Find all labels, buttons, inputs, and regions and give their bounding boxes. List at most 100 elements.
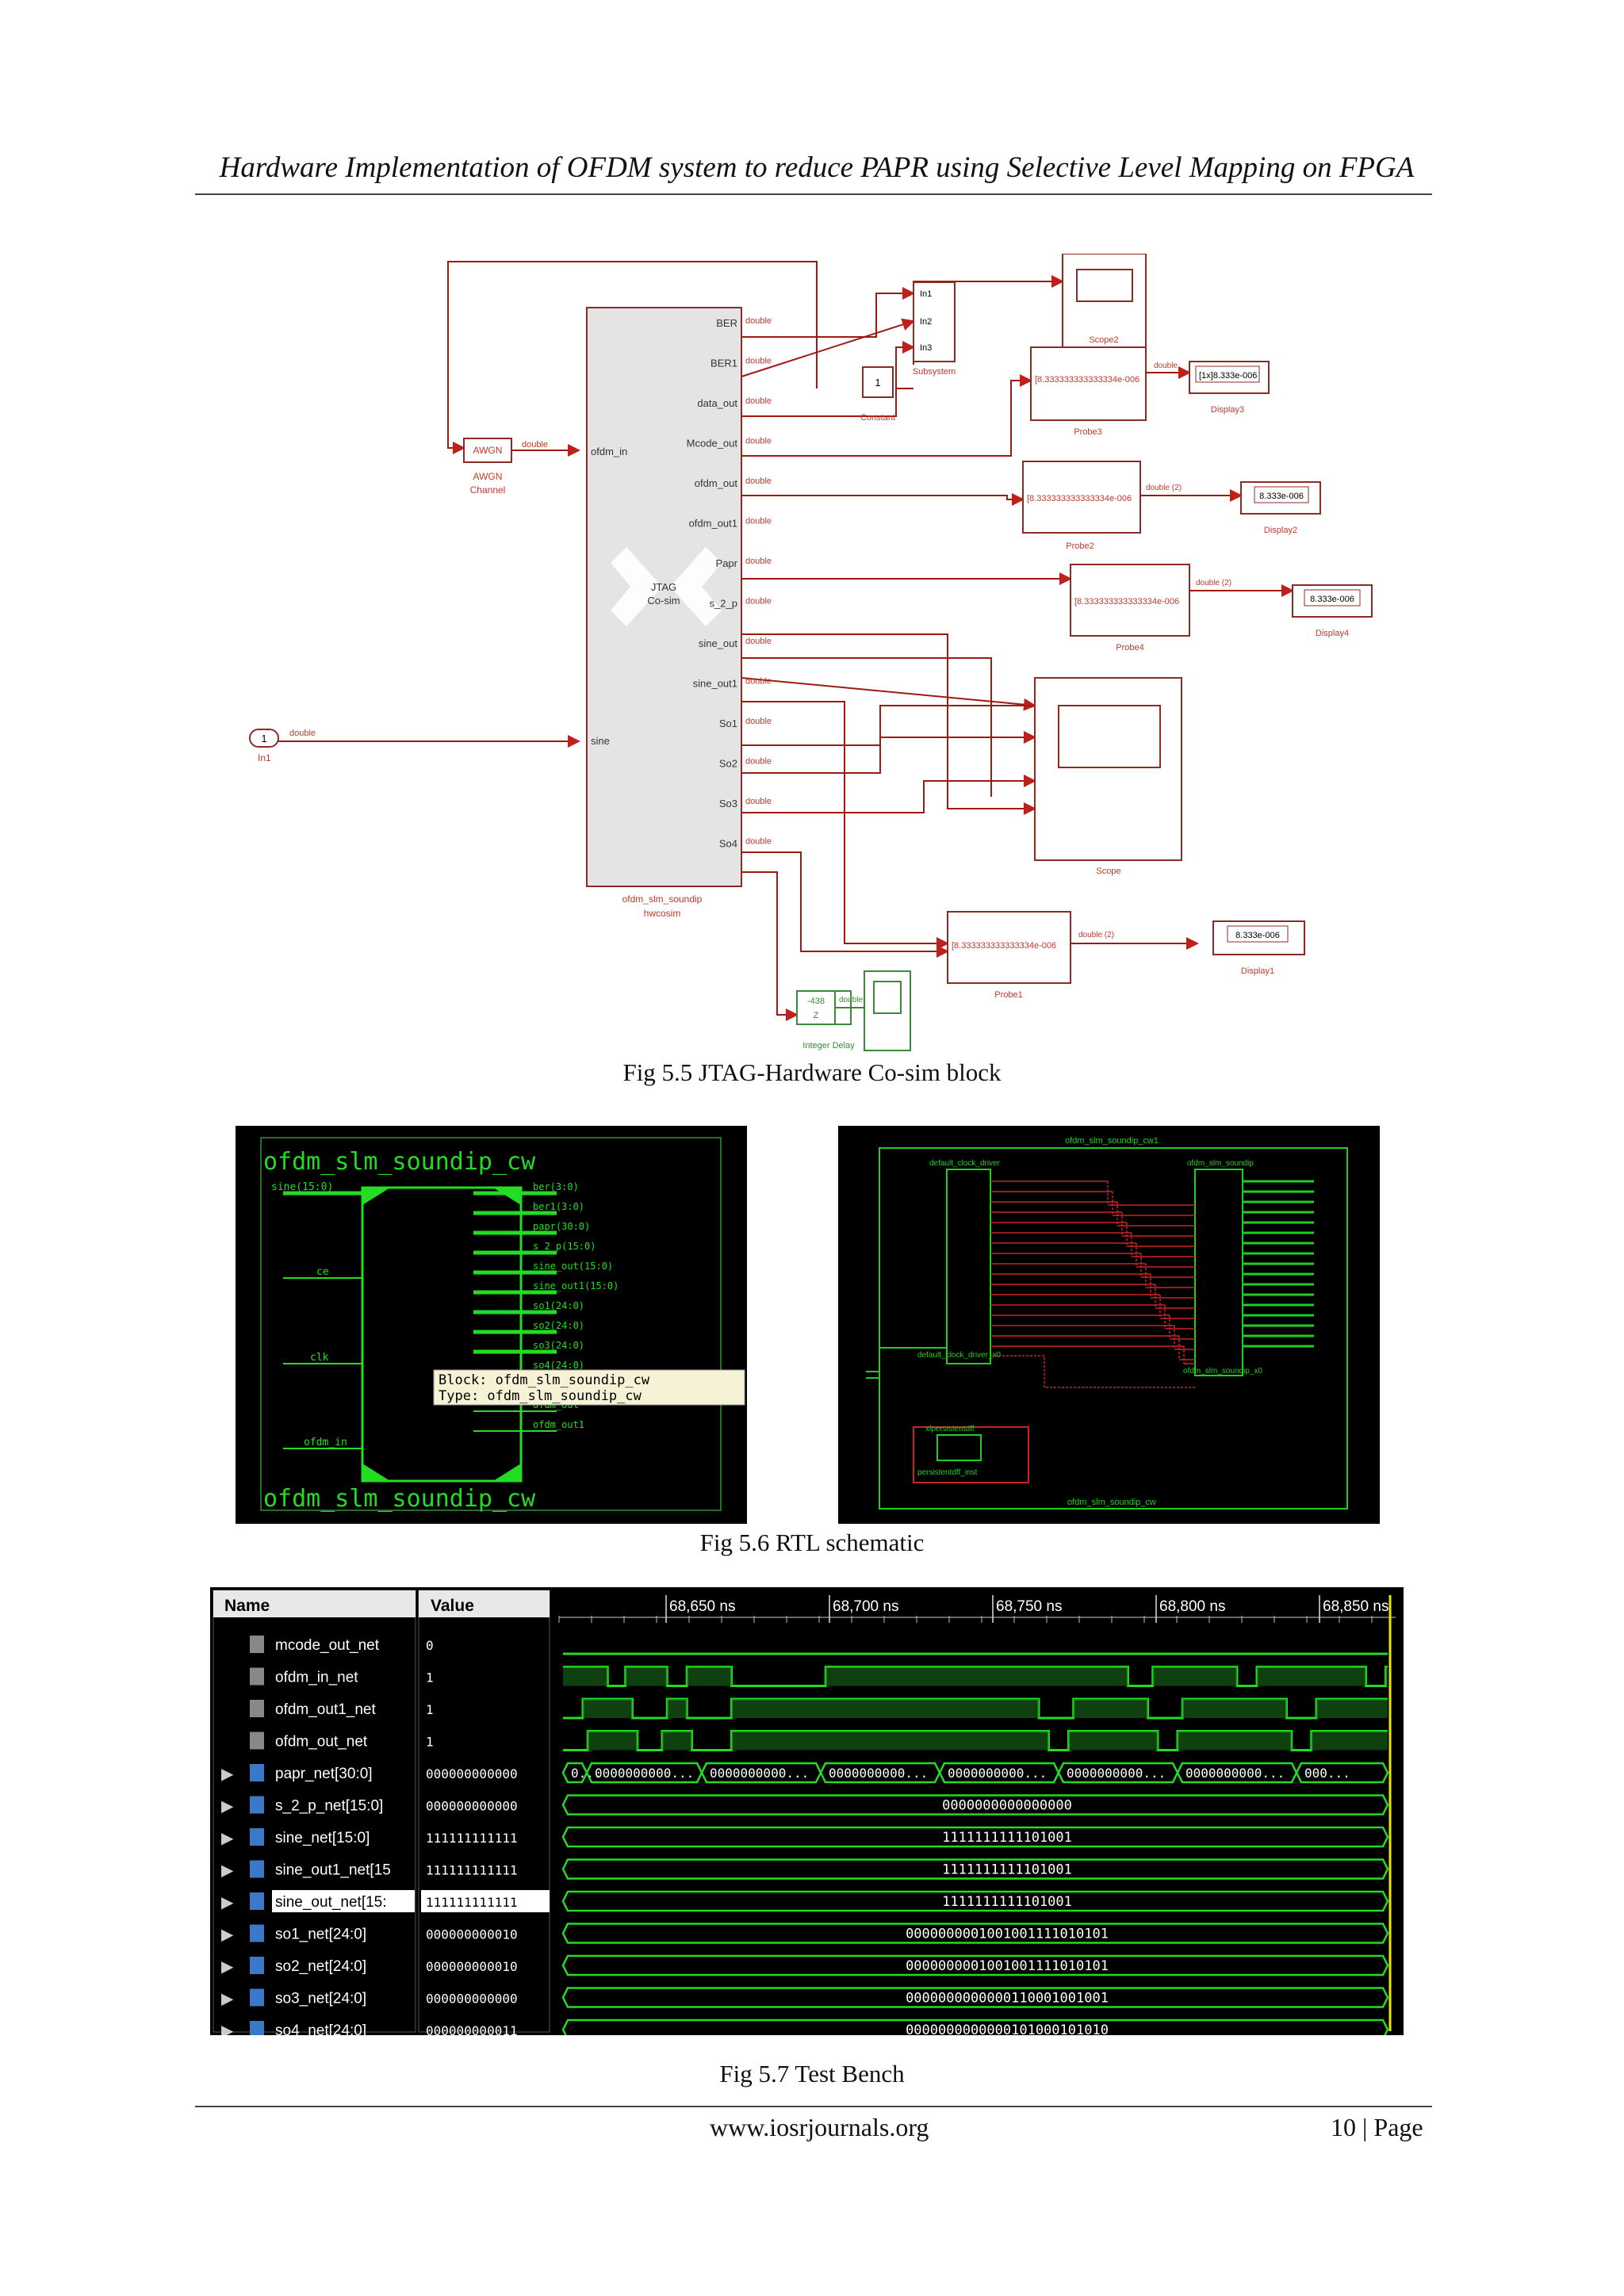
output-double-8: double [745,637,772,646]
in1-double: double [289,729,316,738]
output-double-10: double [745,717,772,726]
rtl-left-port-2: clk [310,1352,329,1364]
signal-value-3: 1 [426,1735,434,1750]
probe3-label: Probe3 [1074,427,1101,437]
signal-name-0: mcode_out_net [275,1637,380,1654]
rtl-right-port-2: papr(30:0) [533,1221,590,1232]
rtl-right-port-1: ber1(3:0) [533,1201,584,1212]
delay-double: double [839,996,863,1004]
signal-row-3[interactable]: ofdm_out_net 1 [250,1730,1388,1751]
output-port-0: BER [716,317,737,329]
delay-value: -438 [807,997,825,1006]
probe3-value: [8.333333333333334e-006 [1035,375,1139,385]
output-double-13: double [745,837,772,847]
signal-wave-11: 0000000000000110001001001 [906,1991,1109,2007]
svg-text:▶: ▶ [221,1766,234,1783]
signal-wave-10: 0000000001001001111010101 [906,1958,1109,1974]
fig56-caption: Fig 5.6 RTL schematic [699,1529,925,1556]
signal-name-10: so2_net[24:0] [275,1958,366,1975]
signal-name-6: sine_net[15:0] [275,1830,370,1846]
display4-value: 8.333e-006 [1310,595,1354,604]
rtl-right-ports: ber(3:0)ber1(3:0)papr(30:0)s_2_p(15:0)si… [473,1181,619,1432]
cosim-label: Co-sim [647,595,680,607]
output-port-10: So1 [719,718,737,729]
rtl-left-port-3: ofdm_in [304,1437,347,1448]
papr-segment-7: 000... [1304,1766,1350,1781]
in1-port [249,729,279,748]
probe2-label: Probe2 [1066,541,1094,551]
sch-bottom-label: ofdm_slm_soundip_cw [1067,1498,1156,1507]
probe1-block [947,911,1071,984]
awgn-block [463,438,512,463]
svg-text:▶: ▶ [221,2022,234,2035]
signal-value-8: 111111111111 [426,1895,518,1910]
output-port-4: ofdm_out [695,477,738,489]
output-port-1: BER1 [710,358,737,369]
output-double-5: double [745,517,772,526]
output-double-1: double [745,357,772,366]
sch-core-block [1194,1169,1243,1376]
signal-wave-8: 1111111111101001 [942,1894,1072,1910]
output-port-5: ofdm_out1 [689,518,737,530]
signal-name-3: ofdm_out_net [275,1734,368,1751]
signal-value-6: 111111111111 [426,1831,518,1846]
port-ofdm-in: ofdm_in [591,446,627,457]
svg-text:▶: ▶ [221,1830,234,1847]
time-label-4: 68,850 ns [1323,1598,1388,1615]
signal-value-1: 1 [426,1670,434,1686]
footer-url[interactable]: www.iosrjournals.org [710,2113,929,2141]
constant-label: Constant [860,413,895,423]
running-header: Hardware Implementation of OFDM system t… [219,151,1415,184]
rtl-right-port-4: sine_out(15:0) [533,1261,613,1272]
signal-value-9: 000000000010 [426,1927,518,1942]
probe1-double: double (2) [1078,931,1114,939]
output-type-labels: doubledoubledoubledoubledoubledoubledoub… [745,316,772,847]
output-port-11: So2 [719,758,737,770]
subsystem-label: Subsystem [913,367,956,377]
signal-value-2: 1 [426,1702,434,1717]
papr-segment-3: 0000000000... [829,1766,928,1781]
subsystem-port3: In3 [920,343,932,353]
awgn-caption1: AWGN [473,471,503,482]
rtl-right-port-6: so1(24:0) [533,1300,584,1311]
signal-value-4: 000000000000 [426,1766,518,1781]
in1-label: In1 [258,752,271,763]
output-port-8: sine_out [699,637,738,649]
output-port-9: sine_out1 [693,678,737,690]
subsystem-port2: In2 [920,317,932,327]
jtag-cosim-block [586,307,742,887]
display4-label: Display4 [1316,629,1349,638]
probe1-value: [8.333333333333334e-006 [952,941,1056,951]
signal-value-10: 000000000010 [426,1959,518,1974]
jtag-label: JTAG [651,581,676,593]
signal-wave-7: 1111111111101001 [942,1862,1072,1878]
rtl-right-port-8: so3(24:0) [533,1340,584,1351]
sch-persist-inst: persistentdff_inst [917,1468,978,1477]
awgn-double: double [522,440,548,450]
time-label-3: 68,800 ns [1159,1598,1225,1615]
rtl-tooltip [433,1369,745,1406]
delay-label: Integer Delay [802,1041,855,1050]
signal-name-4: papr_net[30:0] [275,1766,373,1782]
output-port-2: data_out [697,397,737,409]
papr-segment-6: 0000000000... [1185,1766,1285,1781]
rtl-left-port-0: sine(15:0) [271,1181,333,1193]
in1-value: 1 [261,733,266,744]
output-port-3: Mcode_out [687,438,738,450]
value-column-header: Value [431,1597,474,1615]
svg-text:▶: ▶ [221,1862,234,1880]
